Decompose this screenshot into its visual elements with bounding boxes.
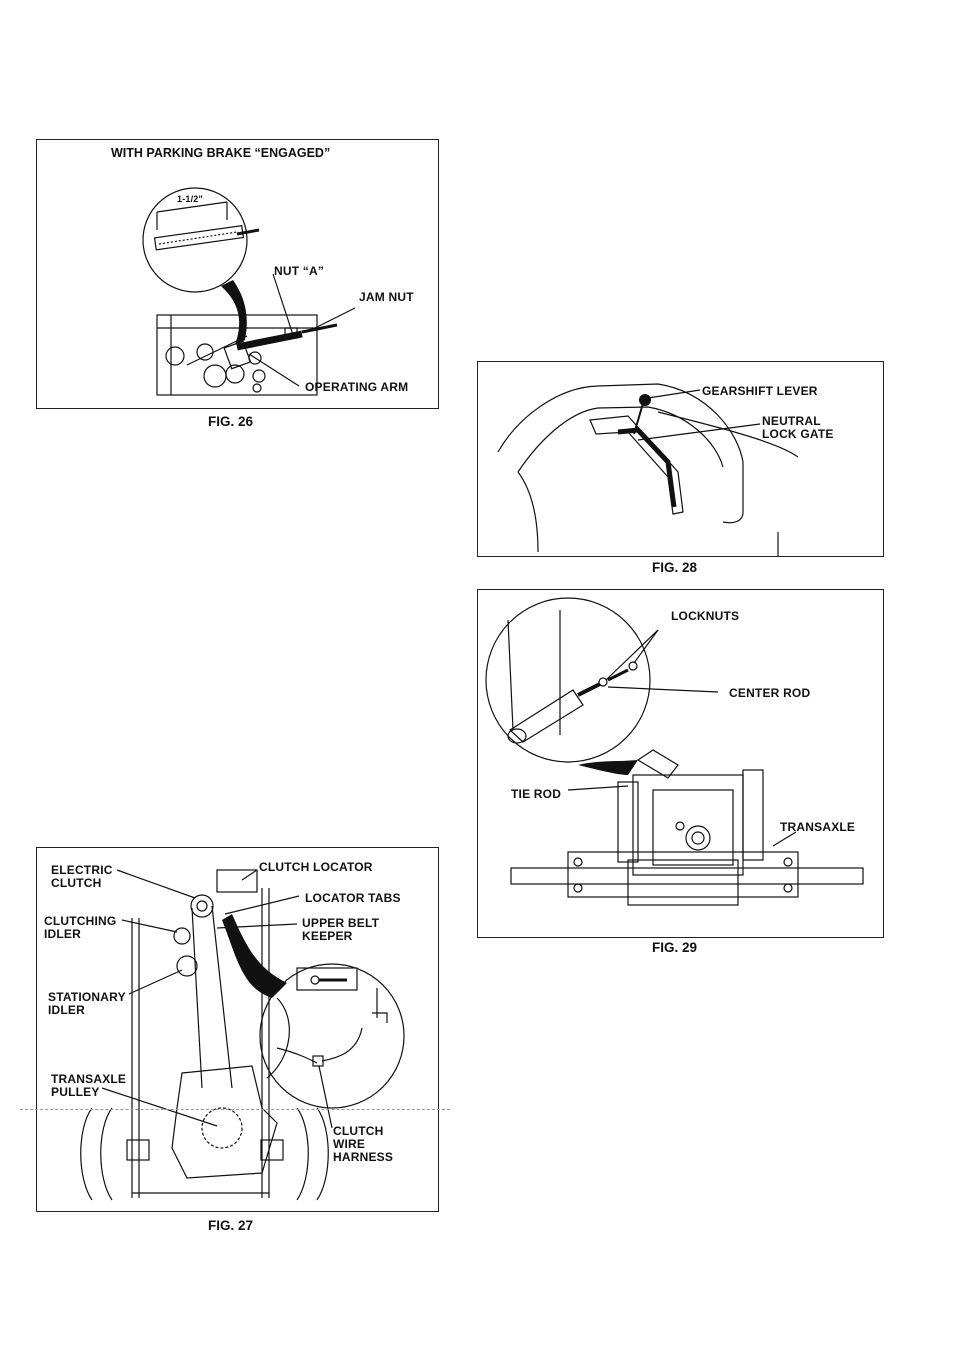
- electric-clutch-label: ELECTRIC CLUTCH: [51, 863, 113, 890]
- fig26-dimension-label: 1-1/2": [177, 194, 203, 204]
- fig29-caption: FIG. 29: [652, 940, 698, 955]
- fig27-figure: ELECTRIC CLUTCH CLUTCH LOCATOR LOCATOR T…: [36, 847, 439, 1212]
- scan-artifact-line: [20, 1109, 450, 1110]
- locator-tabs-label: LOCATOR TABS: [305, 891, 401, 905]
- nut-a-label: NUT “A”: [274, 264, 325, 278]
- fig26-figure: WITH PARKING BRAKE “ENGAGED” 1-1/2" NUT …: [36, 139, 439, 409]
- transaxle-pulley-label: TRANSAXLE PULLEY: [51, 1072, 127, 1099]
- transaxle-label: TRANSAXLE: [780, 820, 856, 834]
- fig27-drawing: [80, 869, 405, 1201]
- clutching-idler-label: CLUTCHING IDLER: [44, 914, 117, 941]
- tie-rod-label: TIE ROD: [511, 787, 562, 801]
- fig28-figure: GEARSHIFT LEVER NEUTRAL LOCK GATE: [477, 361, 884, 557]
- fig29-figure: LOCKNUTS CENTER ROD TIE ROD TRANSAXLE: [477, 589, 884, 938]
- jam-nut-label: JAM NUT: [359, 290, 414, 304]
- fig26-caption: FIG. 26: [208, 414, 254, 429]
- fig28-caption: FIG. 28: [652, 560, 698, 575]
- operating-arm-label: OPERATING ARM: [305, 380, 409, 394]
- upper-belt-keeper-label: UPPER BELT KEEPER: [302, 916, 380, 943]
- stationary-idler-label: STATIONARY IDLER: [48, 990, 126, 1017]
- gearshift-lever-label: GEARSHIFT LEVER: [702, 384, 818, 398]
- clutch-locator-label: CLUTCH LOCATOR: [259, 860, 373, 874]
- center-rod-label: CENTER ROD: [729, 686, 811, 700]
- fig26-title: WITH PARKING BRAKE “ENGAGED”: [111, 146, 331, 160]
- fig28-drawing: [497, 383, 799, 556]
- fig26-drawing: [142, 187, 356, 396]
- fig27-caption: FIG. 27: [208, 1218, 254, 1233]
- clutch-wire-harness-label: CLUTCH WIRE HARNESS: [333, 1124, 394, 1164]
- locknuts-label: LOCKNUTS: [671, 609, 740, 623]
- neutral-lock-gate-label: NEUTRAL LOCK GATE: [762, 414, 834, 441]
- fig29-drawing: [485, 597, 864, 906]
